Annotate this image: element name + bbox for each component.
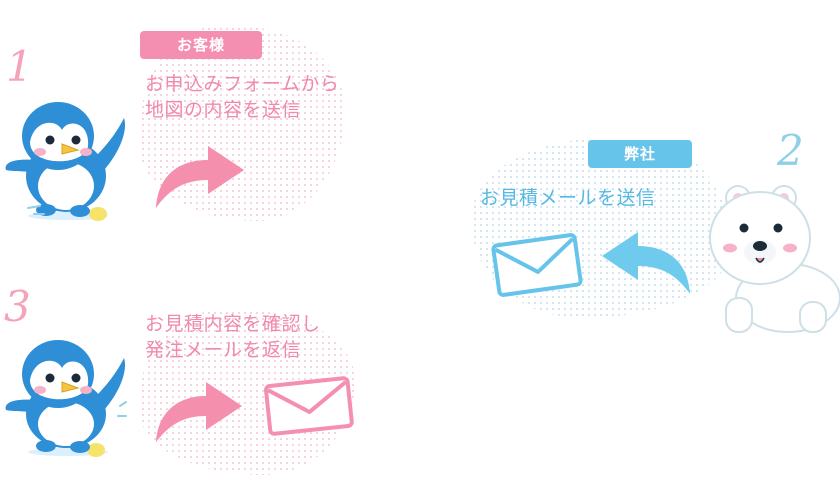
step-2-text-line-1: お見積メールを送信	[480, 187, 656, 209]
step-3: 3 お見積内容を確認し 発注メールを返信	[0, 280, 420, 480]
penguin-icon	[5, 340, 127, 457]
step-3-text-line-1: お見積内容を確認し	[145, 313, 321, 335]
curved-arrow-right-icon	[156, 146, 244, 208]
step-1-text-line-2: 地図の内容を送信	[145, 99, 302, 121]
step-3-number: 3	[4, 282, 31, 331]
penguin-icon	[5, 102, 126, 221]
step-2-badge: 弊社	[588, 140, 692, 168]
polar-bear-icon	[709, 185, 840, 333]
curved-arrow-left-icon	[602, 232, 690, 294]
envelope-icon	[491, 233, 583, 297]
step-2-number: 2	[777, 126, 804, 175]
step-2: 2 弊社 お見積メールを送信	[420, 120, 840, 350]
step-1-badge: お客様	[140, 31, 262, 59]
step-1-text-line-1: お申込みフォームから	[145, 73, 340, 95]
step-1-number: 1	[6, 42, 33, 91]
step-1: 1 お客様 お申込みフォームから 地図の内容を送信	[0, 0, 420, 230]
step-3-text-line-2: 発注メールを返信	[145, 339, 302, 361]
curved-arrow-right-icon	[156, 382, 242, 442]
envelope-icon	[264, 376, 354, 436]
